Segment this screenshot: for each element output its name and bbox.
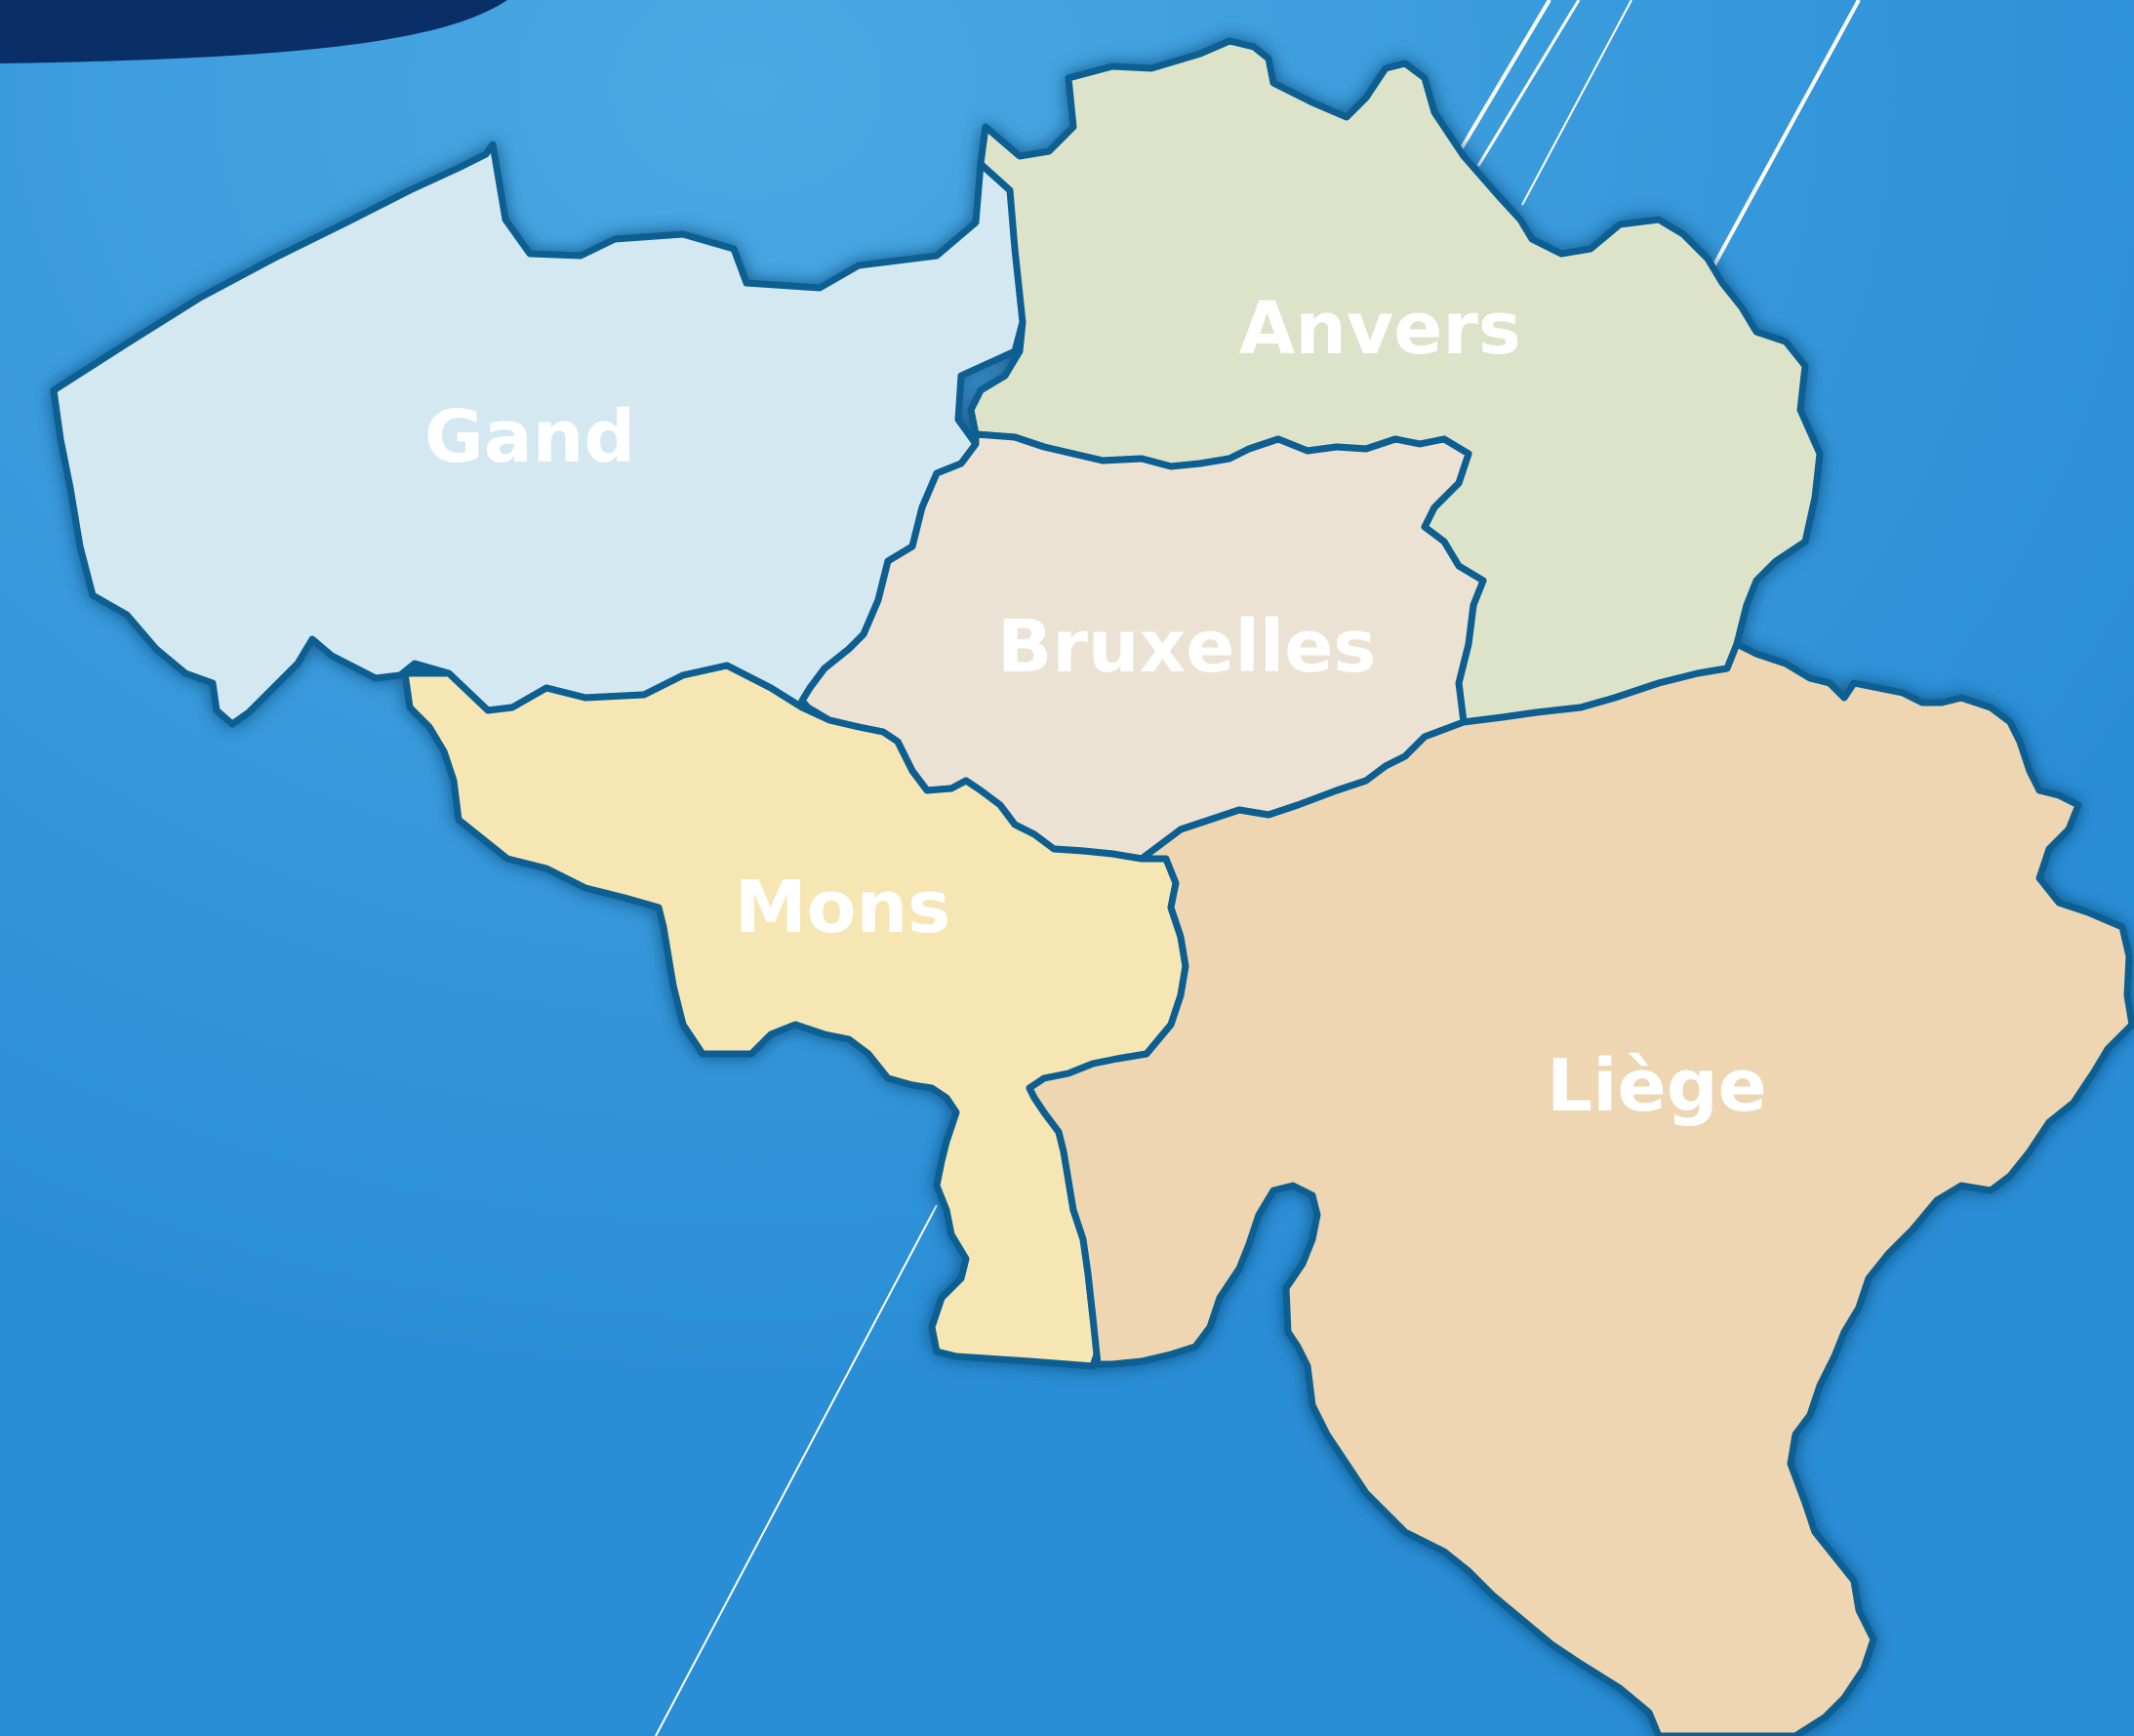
region-labels: Gand Anvers Bruxelles Mons Liège xyxy=(424,287,1767,1128)
label-mons: Mons xyxy=(735,866,950,949)
deco-line-1 xyxy=(1452,0,1551,163)
deco-line-3 xyxy=(1521,0,1632,206)
corner-shape xyxy=(0,0,507,63)
label-bruxelles: Bruxelles xyxy=(997,605,1376,689)
label-anvers: Anvers xyxy=(1239,287,1521,371)
regions-group xyxy=(50,37,2134,1736)
deco-line-4 xyxy=(1711,0,1861,269)
decorative-lines xyxy=(655,0,1861,1736)
deco-line-2 xyxy=(1476,0,1581,167)
deco-line-5 xyxy=(655,1204,938,1736)
label-gand: Gand xyxy=(424,395,635,479)
region-liege[interactable] xyxy=(1026,640,2134,1736)
label-liege: Liège xyxy=(1547,1044,1767,1128)
